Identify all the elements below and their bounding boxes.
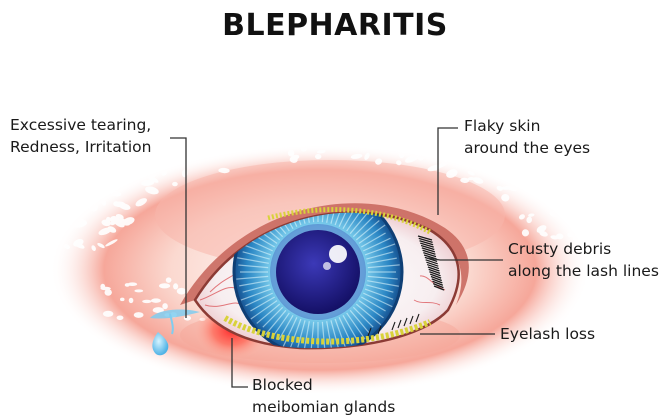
label-flaky-line2: around the eyes [464,137,590,159]
label-eyelash-loss: Eyelash loss [500,323,595,345]
label-crusty-line1: Crusty debris [508,238,659,260]
label-glands-line2: meibomian glands [252,396,395,418]
label-flaky-skin: Flaky skin around the eyes [464,115,590,159]
label-tearing-line2: Redness, Irritation [10,136,151,158]
label-crusty-debris: Crusty debris along the lash lines [508,238,659,282]
label-tearing-line1: Excessive tearing, [10,114,151,136]
pupil-highlight [329,245,347,263]
label-lash-loss-text: Eyelash loss [500,323,595,345]
label-crusty-line2: along the lash lines [508,260,659,282]
label-flaky-line1: Flaky skin [464,115,590,137]
label-tearing: Excessive tearing, Redness, Irritation [10,114,151,158]
pupil [276,230,360,314]
label-meibomian-glands: Blocked meibomian glands [252,374,395,418]
label-glands-line1: Blocked [252,374,395,396]
